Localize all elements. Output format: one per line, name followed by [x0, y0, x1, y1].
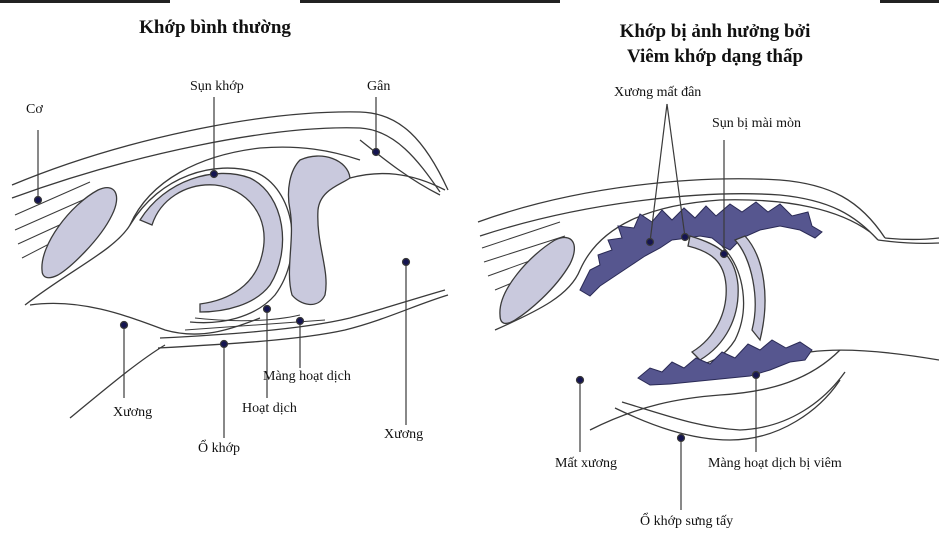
- normal-joint-illustration: [11, 111, 449, 419]
- marker-mat-xuong: [575, 375, 585, 385]
- marker-xuong-right: [401, 257, 411, 267]
- label-o-khop: Ổ khớp: [198, 441, 241, 456]
- inflamed-upper: [579, 201, 823, 297]
- label-mat-xuong: Mất xương: [555, 456, 618, 471]
- normal-joint-title: Khớp bình thường: [139, 17, 291, 38]
- label-sun-bi-mai-mon: Sụn bị mài mòn: [712, 116, 802, 131]
- label-o-khop-sung-tay: Ổ khớp sưng tấy: [640, 514, 734, 529]
- marker-sun-khop: [209, 169, 219, 179]
- label-xuong-right: Xương: [384, 427, 424, 442]
- tendon-outer-line: [11, 111, 449, 191]
- ra-joint-title-line1: Khớp bị ảnh hưởng bởi: [619, 21, 811, 42]
- marker-sun-bi-mai-mon: [719, 249, 729, 259]
- marker-mang-hoat-dich-bi-viem: [751, 370, 761, 380]
- label-gan: Gân: [367, 79, 391, 94]
- normal-joint-pointers: [33, 97, 411, 438]
- ra-joint-illustration: [477, 178, 939, 441]
- marker-o-khop: [219, 339, 229, 349]
- eroded-cartilage: [687, 235, 739, 361]
- muscle-shape: [41, 187, 118, 279]
- ra-joint-title-line2: Viêm khớp dạng thấp: [626, 46, 804, 67]
- tendon-inner-line: [11, 127, 441, 199]
- marker-o-khop-sung-tay: [676, 433, 686, 443]
- top-border-middle: [300, 0, 560, 3]
- top-border-left: [0, 0, 170, 3]
- label-mang-hoat-dich: Màng hoạt dịch: [263, 369, 351, 384]
- label-co: Cơ: [26, 102, 43, 117]
- marker-gan: [371, 147, 381, 157]
- marker-xuong-left: [119, 320, 129, 330]
- ra-muscle-shape: [499, 236, 575, 325]
- marker-mang-hoat-dich: [295, 316, 305, 326]
- ra-joint-pointers: [575, 103, 761, 510]
- label-sun-khop: Sụn khớp: [190, 79, 244, 94]
- cartilage-lower: [287, 155, 351, 306]
- marker-co: [33, 195, 43, 205]
- cartilage-upper: [139, 172, 284, 313]
- label-xuong-mat-dan: Xương mất đân: [614, 85, 702, 100]
- label-xuong-left: Xương: [113, 405, 153, 420]
- inflamed-lower: [637, 339, 813, 386]
- marker-hoat-dich: [262, 304, 272, 314]
- top-border-right: [880, 0, 939, 3]
- eroded-cartilage-lower: [733, 235, 766, 342]
- label-hoat-dich: Hoạt dịch: [242, 401, 297, 416]
- marker-xuong-mat-dan-2: [680, 232, 690, 242]
- label-mang-hoat-dich-bi-viem: Màng hoạt dịch bị viêm: [708, 456, 842, 471]
- marker-xuong-mat-dan-1: [645, 237, 655, 247]
